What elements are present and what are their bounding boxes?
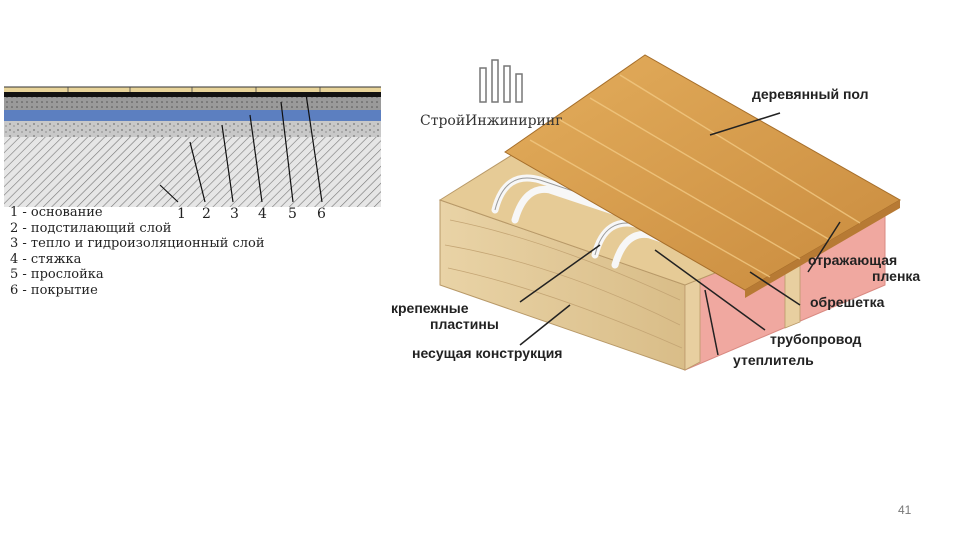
legend-item: 3 - тепло и гидроизоляционный слой bbox=[10, 236, 265, 251]
logo-icon bbox=[479, 59, 523, 103]
label-pipeline: трубопровод bbox=[770, 331, 862, 347]
legend-item: 1 - основание bbox=[10, 205, 103, 220]
label-battens: обрешетка bbox=[810, 294, 885, 310]
layer-number-5: 5 bbox=[288, 206, 297, 222]
layer-interlayer bbox=[4, 92, 381, 97]
layers-legend: 1 - основание 2 - подстилающий слой 3 - … bbox=[10, 205, 265, 298]
legend-item: 2 - подстилающий слой bbox=[10, 220, 172, 236]
layer-number-4: 4 bbox=[258, 206, 267, 222]
label-reflective-film: отражающая bbox=[808, 252, 898, 268]
layer-number-3: 3 bbox=[230, 206, 239, 222]
layer-number-6: 6 bbox=[317, 206, 326, 222]
page-number: 41 bbox=[898, 503, 912, 517]
label-mounting-plates: крепежные bbox=[391, 300, 469, 316]
label-reflective-film-2: пленка bbox=[872, 268, 921, 284]
floor-layers-diagram: 1 2 3 4 5 6 bbox=[4, 86, 381, 222]
label-bearing-structure: несущая конструкция bbox=[412, 345, 563, 361]
wooden-floor-heating-diagram bbox=[438, 54, 902, 371]
layer-underlay bbox=[4, 121, 381, 137]
layer-base bbox=[4, 137, 381, 207]
label-wood-floor: деревянный пол bbox=[752, 86, 869, 102]
layer-number-1: 1 bbox=[177, 206, 186, 222]
legend-item: 5 - прослойка bbox=[10, 267, 104, 282]
layer-cover bbox=[4, 87, 381, 92]
logo-text: СтройИнжиниринг bbox=[420, 113, 563, 129]
label-mounting-plates-2: пластины bbox=[430, 316, 499, 332]
legend-item: 4 - стяжка bbox=[10, 251, 82, 267]
layer-insulation bbox=[4, 110, 381, 121]
legend-item: 6 - покрытие bbox=[10, 282, 98, 298]
layer-screed bbox=[4, 97, 381, 110]
layer-number-2: 2 bbox=[202, 206, 211, 222]
label-insulation: утеплитель bbox=[733, 352, 814, 368]
